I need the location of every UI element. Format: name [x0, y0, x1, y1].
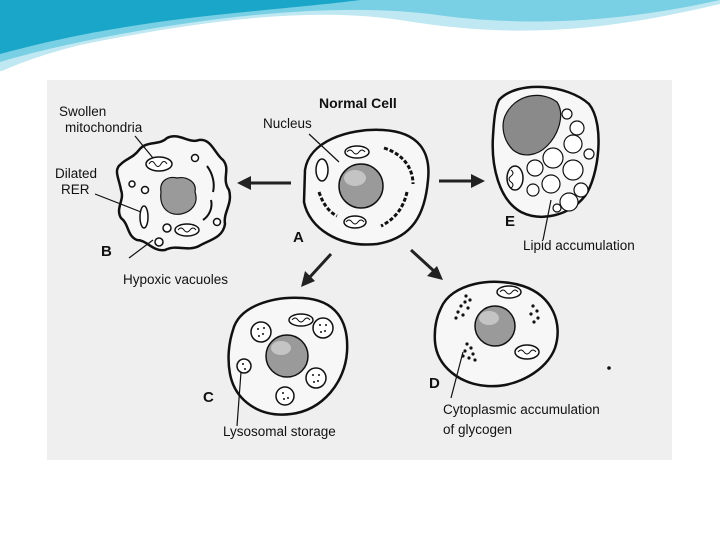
- cell-b-hypoxic: [115, 135, 232, 252]
- cell-injury-figure: Normal Cell Nucleus Swollen mitochondria…: [47, 80, 672, 460]
- speck: [607, 366, 611, 370]
- arrow-to-c: [301, 252, 333, 287]
- label-glycogen-2: of glycogen: [443, 422, 512, 437]
- cell-d-glycogen: [433, 280, 559, 388]
- leader-lines: [94, 133, 552, 427]
- cell-e-lipid: [491, 85, 600, 218]
- label-hypoxic-vacuoles: Hypoxic vacuoles: [123, 272, 228, 287]
- letter-a: A: [293, 229, 304, 246]
- banner-line: [0, 5, 720, 73]
- label-nucleus: Nucleus: [263, 116, 312, 131]
- slide-banner: [0, 0, 720, 73]
- banner-wave-front: [0, 0, 360, 54]
- letter-b: B: [101, 243, 112, 260]
- label-dilated-rer-2: RER: [61, 182, 90, 197]
- label-swollen-mitochondria-2: mitochondria: [65, 120, 143, 135]
- cell-c-lysosomal: [227, 296, 349, 416]
- arrow-to-e: [439, 174, 485, 188]
- letter-d: D: [429, 375, 440, 392]
- label-glycogen-1: Cytoplasmic accumulation: [443, 402, 600, 417]
- label-swollen-mitochondria-1: Swollen: [59, 104, 106, 119]
- label-lysosomal-storage: Lysosomal storage: [223, 424, 336, 439]
- letter-e: E: [505, 213, 515, 230]
- label-dilated-rer-1: Dilated: [55, 166, 97, 181]
- letter-c: C: [203, 389, 214, 406]
- arrow-to-b: [237, 176, 291, 190]
- label-lipid-accumulation: Lipid accumulation: [523, 238, 635, 253]
- arrow-to-d: [409, 248, 443, 280]
- title-normal-cell: Normal Cell: [319, 95, 397, 111]
